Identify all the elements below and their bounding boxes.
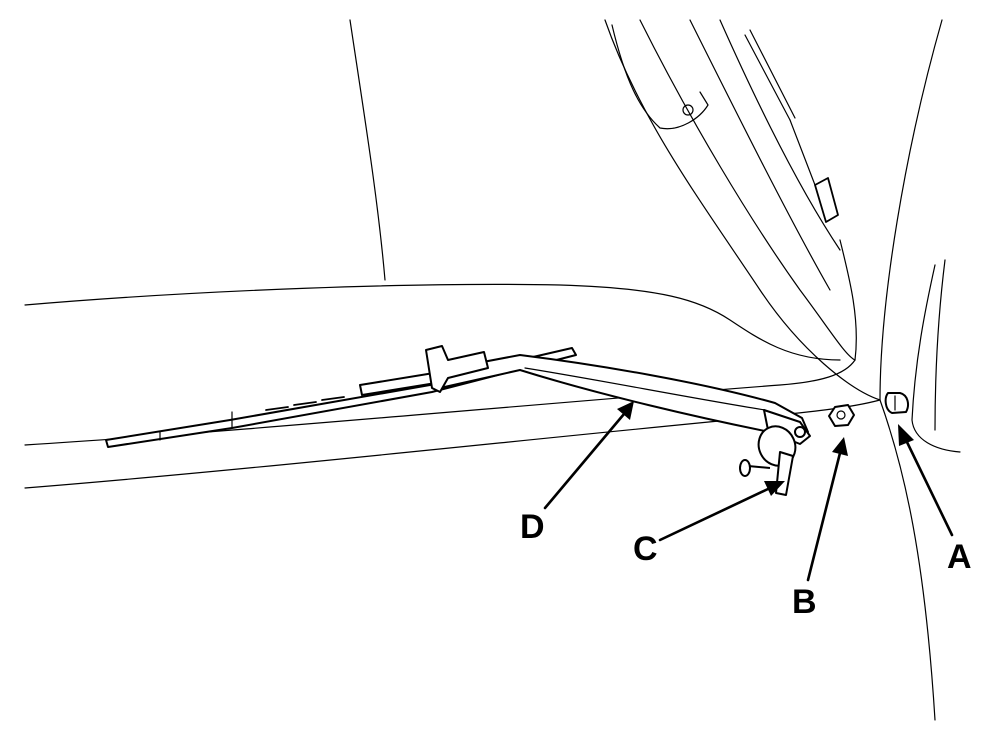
wiper-arm: [425, 345, 811, 445]
callout-label-a: A: [947, 538, 972, 576]
wiper-blade: [105, 347, 577, 448]
leader-line-c: [658, 481, 785, 542]
mounting-nut: [828, 404, 855, 427]
callout-label-d: D: [520, 508, 545, 546]
leader-line-d: [543, 401, 634, 510]
pivot-bolt: [739, 459, 771, 477]
trim-clip: [884, 392, 909, 414]
door-frame-outline: [604, 19, 961, 721]
callout-label-b: B: [792, 583, 817, 621]
leader-line-b: [806, 437, 848, 582]
callout-label-c: C: [633, 530, 658, 568]
leader-line-a: [898, 424, 954, 537]
